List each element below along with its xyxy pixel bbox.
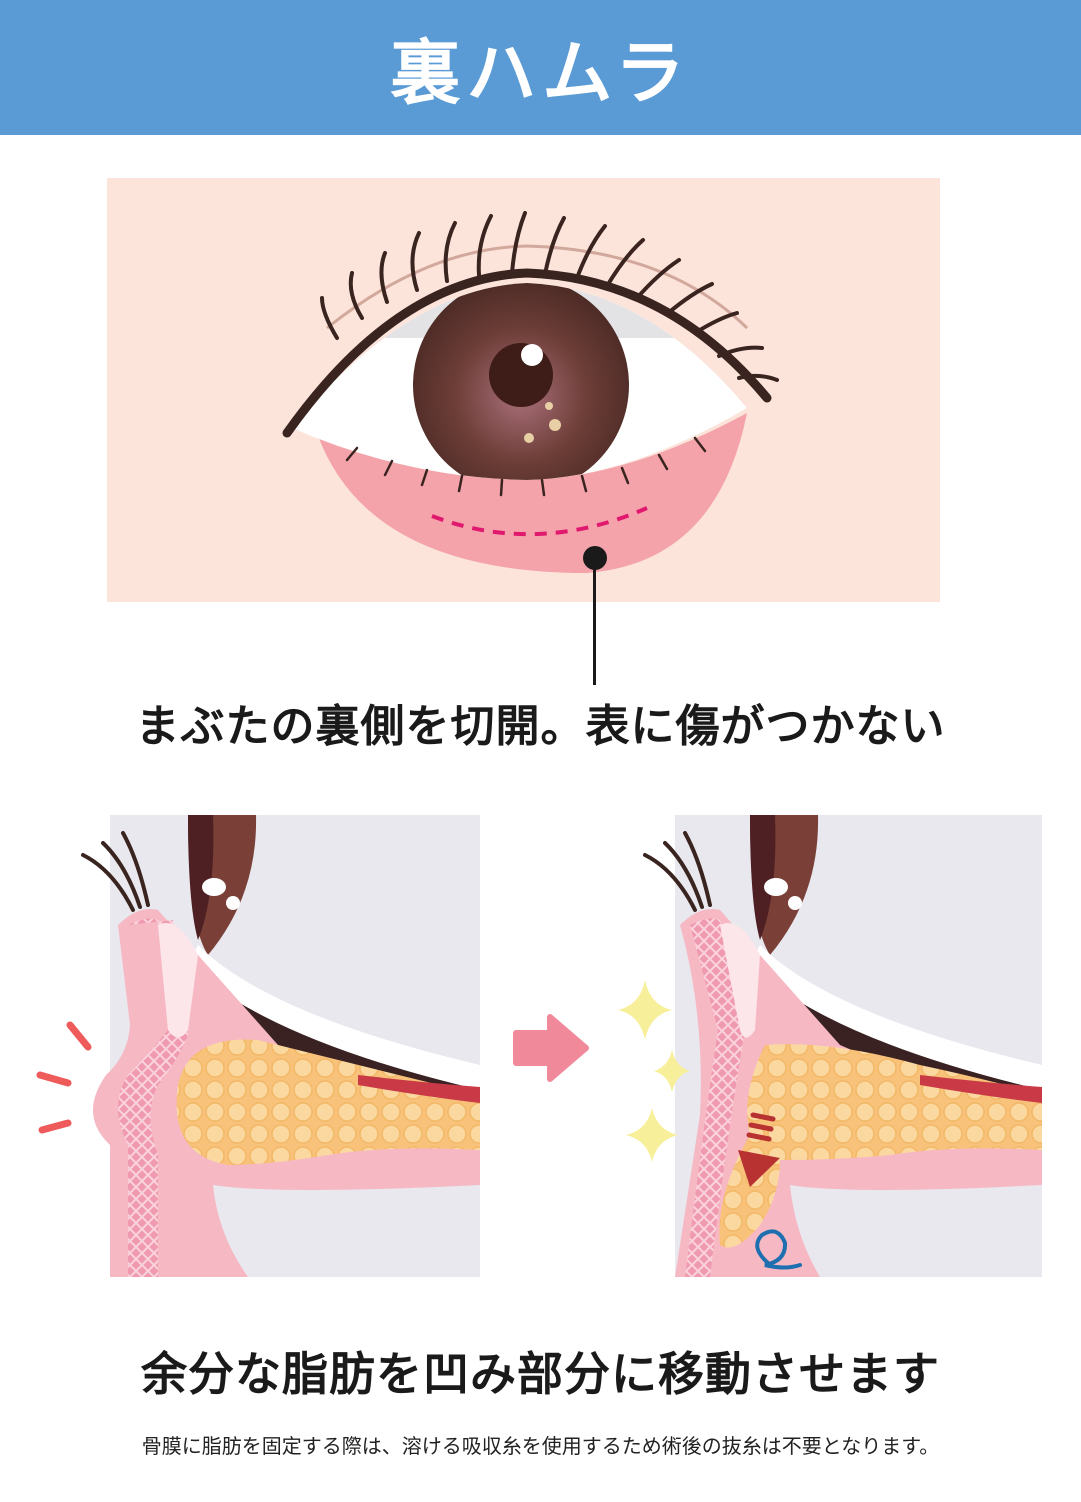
eye-illustration: [107, 178, 940, 602]
before-cross-section: [36, 815, 480, 1277]
suture-loop-icon: [755, 1229, 802, 1270]
page-title: 裏ハムラ: [390, 32, 691, 114]
header-banner: 裏ハムラ: [0, 0, 1081, 135]
incision-caption: まぶたの裏側を切開。表に傷がつかない: [135, 701, 946, 752]
callout-dot: [583, 546, 607, 570]
orbital-fat: [176, 1039, 480, 1165]
fat-move-caption: 余分な脂肪を凹み部分に移動させます: [141, 1347, 940, 1401]
suture-note: 骨膜に脂肪を固定する際は、溶ける吸収糸を使用するため術後の抜糸は不要となります。: [141, 1434, 940, 1458]
pupil: [489, 343, 553, 407]
relocated-fat: [719, 1044, 1042, 1248]
lower-eyelid: [317, 413, 747, 573]
incision-line: [431, 506, 648, 537]
down-arrow-icon: [738, 1112, 780, 1187]
sparkle-icon: [618, 980, 690, 1162]
right-arrow-icon: [513, 1014, 589, 1082]
callout-line: [593, 560, 596, 685]
after-cross-section: [618, 815, 1042, 1277]
